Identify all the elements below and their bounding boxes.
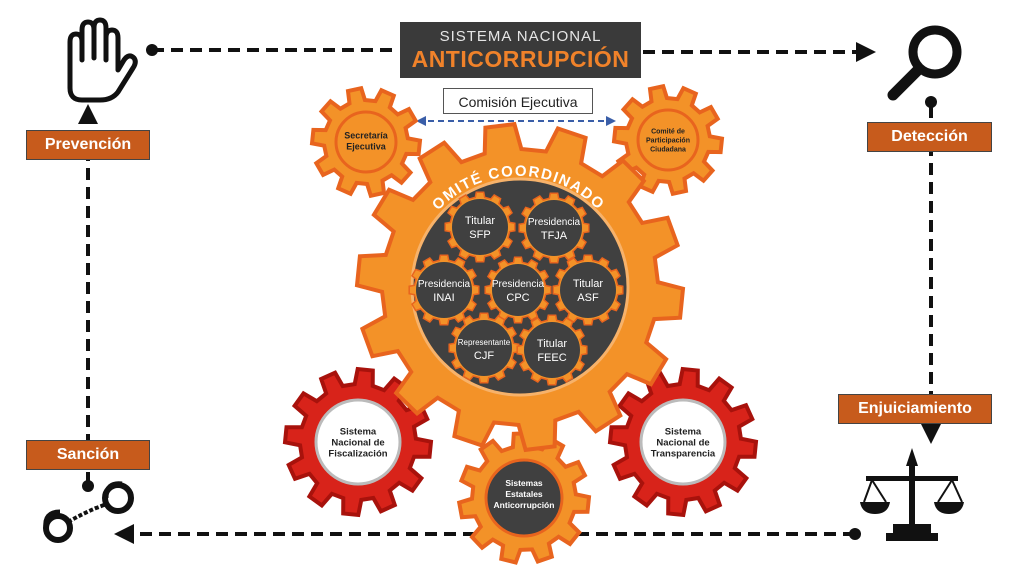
member-gear-6 — [516, 314, 588, 386]
gear-transparencia — [607, 366, 759, 518]
member-gear-1 — [518, 192, 590, 264]
gear-transparencia-hub — [639, 398, 727, 486]
stage-prevencion: Prevención — [26, 130, 150, 160]
member-org-4: ASF — [577, 292, 599, 304]
stage-sancion: Sanción — [26, 440, 150, 470]
flow-dot-bottom — [849, 528, 861, 540]
member-role-6: Titular — [537, 338, 567, 350]
participacion-label-line-0: Comité de — [651, 128, 685, 135]
member-org-5: CJF — [474, 350, 494, 362]
gear-secretaria — [309, 85, 423, 199]
member-role-0: Titular — [465, 215, 495, 227]
estatales-label-line-2: Anticorrupción — [494, 500, 555, 510]
member-org-1: TFJA — [541, 230, 568, 242]
hand-stop-icon — [67, 17, 138, 103]
system-title-line1: SISTEMA NACIONAL — [439, 28, 602, 45]
member-gear-5 — [448, 312, 520, 384]
stage-deteccion: Detección — [867, 122, 992, 152]
flow-dot-left — [82, 480, 94, 492]
member-role-1: Presidencia — [528, 217, 581, 228]
cuff-chain — [67, 502, 107, 524]
gear-participacion-hub — [636, 108, 700, 172]
fiscalizacion-label-line-0: Sistema — [340, 426, 377, 437]
fiscalizacion-label-line-1: Nacional de — [331, 437, 384, 448]
transparencia-label-line-0: Sistema — [665, 426, 702, 437]
member-role-5: Representante — [458, 338, 511, 347]
gear-fiscalizacion — [282, 366, 434, 518]
handcuffs-icon — [43, 481, 134, 543]
estatales-label-line-0: Sistemas — [505, 478, 543, 488]
member-gear-hub-1 — [526, 200, 582, 256]
member-gear-hub-3 — [492, 264, 544, 316]
fiscalizacion-label-line-2: Fiscalización — [328, 448, 387, 459]
system-title-box: SISTEMA NACIONAL ANTICORRUPCIÓN — [400, 22, 641, 78]
member-org-3: CPC — [506, 292, 529, 304]
participacion-label-line-1: Participación — [646, 137, 690, 144]
member-org-0: SFP — [469, 229, 490, 241]
gear-participacion — [611, 83, 725, 197]
magnifier-handle — [887, 64, 924, 101]
gear-estatales — [456, 431, 592, 565]
member-gear-0 — [444, 191, 516, 263]
member-gear-hub-2 — [416, 262, 472, 318]
member-role-2: Presidencia — [418, 279, 471, 290]
magnifier-icon — [887, 25, 962, 101]
commission-box: Comisión Ejecutiva — [443, 88, 593, 114]
member-org-2: INAI — [433, 292, 454, 304]
gear-secretaria-hub — [334, 110, 398, 174]
member-org-6: FEEC — [537, 352, 566, 364]
system-title-line2: ANTICORRUPCIÓN — [411, 46, 630, 72]
member-gear-hub-4 — [560, 262, 616, 318]
gear-fiscalizacion-hub — [314, 398, 402, 486]
member-gears — [408, 191, 624, 386]
estatales-label-line-1: Estatales — [505, 489, 543, 499]
flow-start-dot — [146, 44, 158, 56]
transparencia-label-line-1: Nacional de — [656, 437, 709, 448]
member-gear-hub-5 — [456, 320, 512, 376]
transparencia-label-line-2: Transparencia — [651, 448, 716, 459]
secretaria-label-line-0: Secretaría — [344, 131, 389, 141]
participacion-label-line-2: Ciudadana — [650, 146, 686, 153]
member-gear-hub-6 — [524, 322, 580, 378]
magnifier-lens — [908, 25, 962, 79]
secretaria-label-line-1: Ejecutiva — [346, 142, 387, 152]
member-gear-hub-0 — [452, 199, 508, 255]
member-gear-4 — [552, 254, 624, 326]
stage-enjuiciamiento: Enjuiciamiento — [838, 394, 992, 424]
member-gear-3 — [484, 256, 552, 324]
member-role-4: Titular — [573, 278, 603, 290]
member-gear-2 — [408, 254, 480, 326]
flow-dot-right — [925, 96, 937, 108]
cuff-left — [43, 513, 73, 543]
gear-estatales-hub — [484, 458, 564, 538]
member-role-3: Presidencia — [492, 279, 545, 290]
scales-icon — [860, 448, 964, 541]
